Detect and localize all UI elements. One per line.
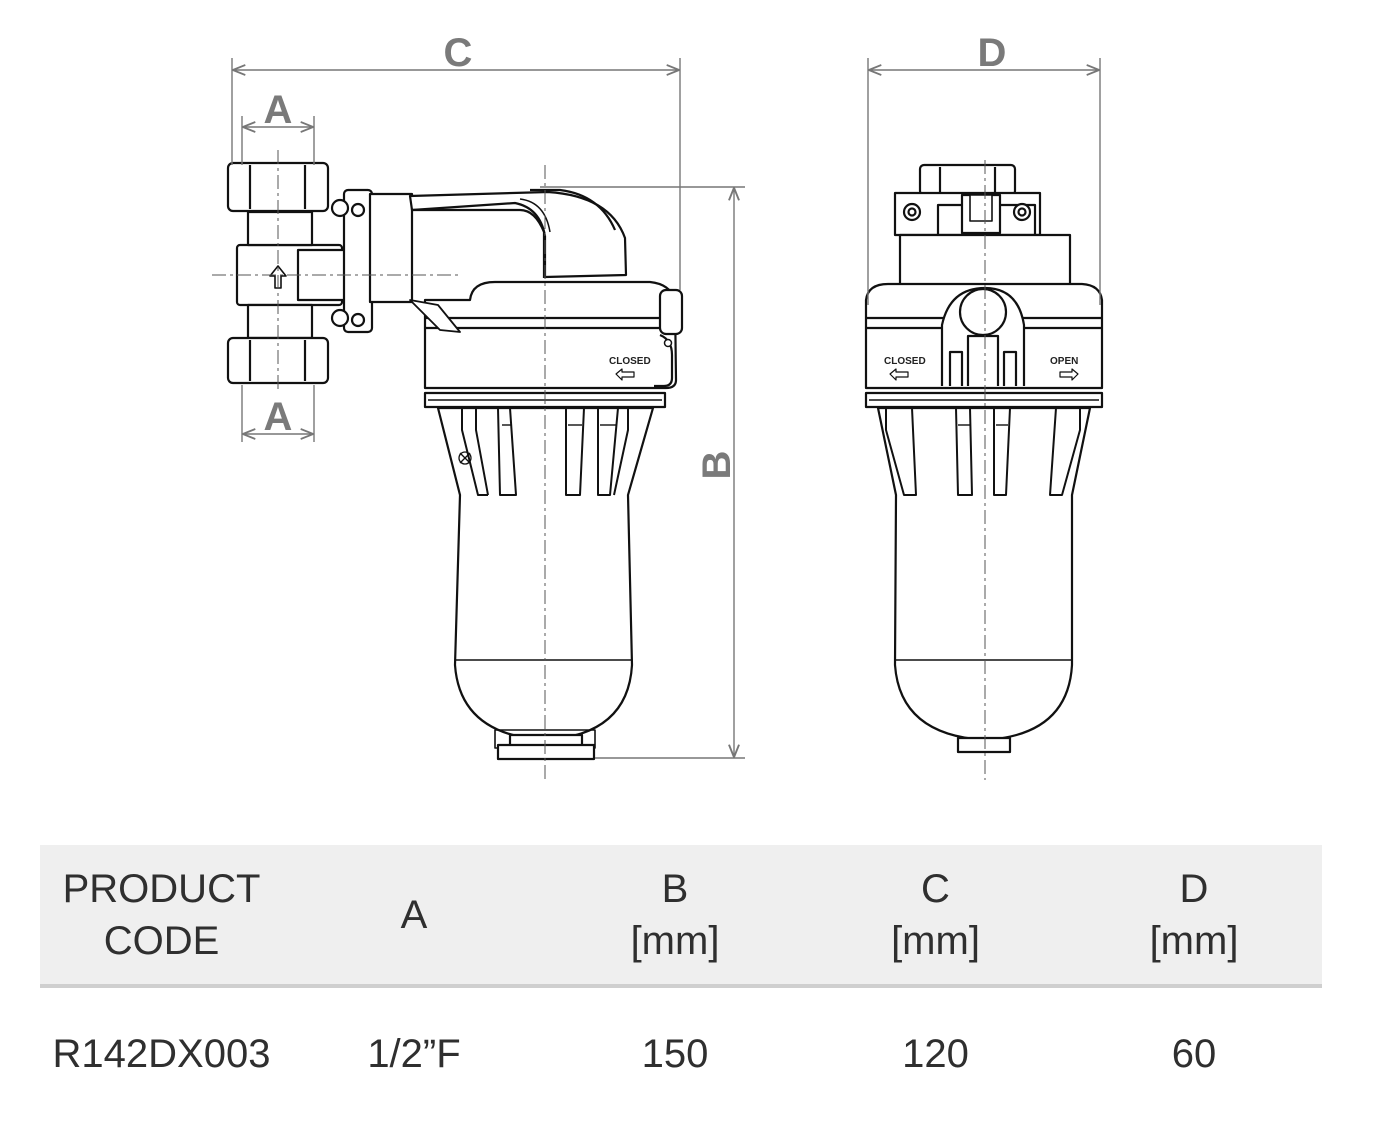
- front-closed-arrow-icon: [889, 368, 909, 381]
- drain-symbol-icon: [458, 451, 472, 465]
- front-bowl-ribs: [885, 407, 1081, 496]
- cell-a: 1/2”F: [367, 1031, 461, 1076]
- front-open-arrow-icon: [1059, 368, 1079, 381]
- side-filter-head: [409, 280, 684, 390]
- dimension-lines: [231, 58, 1101, 759]
- side-clamp-flange: [330, 188, 414, 334]
- header-b-line2: [mm]: [630, 918, 720, 963]
- side-view: CLOSED: [226, 161, 684, 761]
- table-row: R142DX003 1/2”F 150 120 60: [40, 986, 1322, 1120]
- cell-c: 120: [902, 1031, 969, 1076]
- header-b-line1: B: [661, 866, 689, 911]
- front-view: CLOSED OPEN: [864, 163, 1104, 754]
- header-a-line1: A: [400, 892, 428, 937]
- cell-product-code: R142DX003: [52, 1031, 271, 1076]
- header-c: C [mm]: [805, 845, 1066, 988]
- dimensions-table: PRODUCT CODE A B [mm] C [mm] D [mm] R142…: [40, 845, 1322, 1120]
- front-top-nut: [918, 163, 1017, 197]
- filter-dimension-drawing: CLOSED: [212, 31, 1104, 780]
- side-closed-label: CLOSED: [609, 356, 651, 367]
- header-d-line2: [mm]: [1149, 918, 1239, 963]
- header-c-line1: C: [921, 866, 950, 911]
- front-open-label: OPEN: [1050, 356, 1078, 367]
- dimension-a-top-label: A: [264, 88, 293, 132]
- header-d-line1: D: [1179, 866, 1209, 911]
- side-elbow-head: [408, 188, 628, 279]
- front-bracket: [893, 191, 1042, 237]
- header-a: A: [283, 845, 545, 988]
- header-d: D [mm]: [1066, 845, 1322, 988]
- header-product-code-line1: PRODUCT: [62, 866, 261, 911]
- dimension-c-label: C: [444, 31, 473, 75]
- dimension-a-bottom-label: A: [264, 395, 293, 439]
- header-product-code: PRODUCT CODE: [40, 845, 283, 988]
- dimension-d-label: D: [978, 31, 1007, 75]
- front-closed-label: CLOSED: [884, 356, 926, 367]
- table-header-row: PRODUCT CODE A B [mm] C [mm] D [mm]: [40, 845, 1322, 988]
- side-closed-arrow-icon: [615, 368, 635, 381]
- front-bowl: [876, 406, 1092, 754]
- side-centerlines: [212, 150, 546, 780]
- header-product-code-line2: CODE: [103, 918, 220, 963]
- front-bowl-ring: [864, 391, 1104, 409]
- header-b: B [mm]: [545, 845, 805, 988]
- dimension-b-label: B: [695, 451, 739, 480]
- cell-d: 60: [1171, 1031, 1217, 1076]
- cell-b: 150: [641, 1031, 709, 1076]
- header-c-line2: [mm]: [891, 918, 980, 963]
- front-filter-head: [864, 282, 1104, 390]
